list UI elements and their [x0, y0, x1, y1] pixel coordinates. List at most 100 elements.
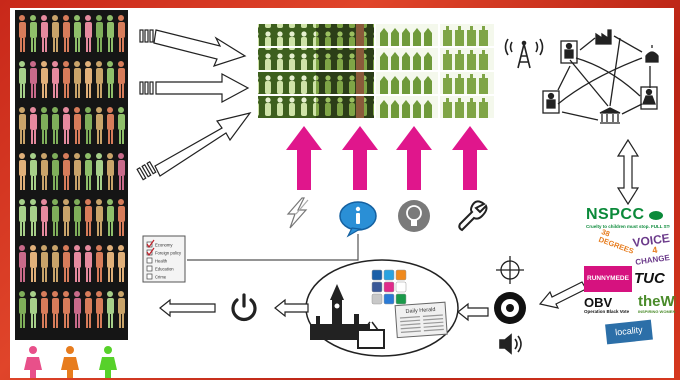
- crowd-person: [41, 107, 48, 144]
- group-card-people: [258, 48, 316, 70]
- twitter-icon[interactable]: [383, 269, 395, 281]
- crowd-person: [52, 199, 59, 236]
- group-card-people: [258, 72, 316, 94]
- group-card-people-dark: [316, 96, 374, 118]
- crowd-person: [19, 107, 26, 144]
- network-node-woman-icon: [640, 86, 658, 110]
- crowd-person: [74, 153, 81, 190]
- crowd-person: [118, 199, 125, 236]
- person-green-icon: [99, 346, 117, 378]
- crosshair-icon: [496, 256, 524, 284]
- crowd-person: [118, 15, 125, 52]
- linkedin-icon[interactable]: [371, 269, 383, 281]
- crowd-person: [96, 153, 103, 190]
- crowd-person: [19, 61, 26, 98]
- influence-arrow: [452, 126, 488, 190]
- crowd-person: [30, 107, 37, 144]
- crowd-person: [30, 291, 37, 328]
- person-pink-icon: [24, 346, 42, 378]
- crowd-person: [30, 61, 37, 98]
- network-node-mosque-icon: [645, 45, 659, 63]
- flickr-icon[interactable]: [383, 281, 395, 293]
- lightbulb-icon: [398, 200, 430, 232]
- community-groups-grid: [258, 24, 494, 118]
- svg-text:Health: Health: [155, 259, 168, 264]
- crowd-person: [96, 291, 103, 328]
- crowd-person: [19, 153, 26, 190]
- crowd-person: [96, 15, 103, 52]
- influence-arrow: [342, 126, 378, 190]
- double-arrow: [616, 138, 640, 206]
- rss-icon[interactable]: [395, 269, 407, 281]
- group-card-town2: [440, 48, 494, 70]
- crowd-person: [107, 245, 114, 282]
- crowd-person: [74, 15, 81, 52]
- svg-text:Crime: Crime: [155, 275, 167, 280]
- arrow-to-power: [274, 298, 309, 318]
- power-icon[interactable]: [231, 293, 257, 322]
- share-icon[interactable]: [383, 293, 395, 305]
- crowd-person: [30, 245, 37, 282]
- group-card-people-dark: [316, 48, 374, 70]
- crowd-person: [107, 61, 114, 98]
- nspcc-logo: NSPCC Cruelty to children must stop. FUL…: [586, 206, 670, 232]
- crowd-panel: [15, 10, 128, 340]
- checklist-item: Crime: [146, 273, 167, 280]
- nspcc-tagline: Cruelty to children must stop. FULL STOP…: [586, 224, 670, 229]
- crowd-person: [96, 107, 103, 144]
- flow-arrows-bottom: [159, 298, 489, 322]
- crowd-person: [85, 15, 92, 52]
- thewi-name: theWI: [638, 294, 676, 310]
- checklist-item: Education: [146, 265, 174, 272]
- crowd-person: [107, 107, 114, 144]
- crowd-person: [85, 199, 92, 236]
- network-node-government-icon: [599, 107, 621, 124]
- crowd-person: [63, 245, 70, 282]
- wrench-icon: [458, 200, 488, 232]
- group-card-town: [376, 48, 438, 70]
- newspaper-icon: Daily Herald: [394, 301, 448, 339]
- blank-icon[interactable]: [395, 281, 407, 293]
- crowd-person: [63, 15, 70, 52]
- speaker-icon[interactable]: [499, 333, 522, 355]
- crowd-person: [85, 153, 92, 190]
- group-card-people-dark: [316, 24, 374, 46]
- crowd-person: [41, 245, 48, 282]
- segment-arrow-bottom: [136, 112, 252, 181]
- crowd-person: [52, 153, 59, 190]
- crowd-person: [30, 199, 37, 236]
- crowd-person: [107, 291, 114, 328]
- crowd-person: [63, 107, 70, 144]
- crowd-person: [52, 61, 59, 98]
- crowd-person: [19, 199, 26, 236]
- newspaper-masthead: Daily Herald: [405, 307, 435, 315]
- facebook-icon[interactable]: [371, 281, 383, 293]
- crowd-person: [63, 61, 70, 98]
- checklist-item: Economy: [146, 239, 173, 249]
- chat-icon[interactable]: [395, 293, 407, 305]
- crowd-person: [30, 15, 37, 52]
- crowd-person: [85, 61, 92, 98]
- group-card-town2: [440, 72, 494, 94]
- network-node-person-icon: [560, 40, 578, 64]
- checklist-item: Foreign policy: [146, 247, 182, 257]
- crowd-person: [52, 15, 59, 52]
- svg-text:Foreign policy: Foreign policy: [155, 251, 182, 256]
- group-card-town2: [440, 96, 494, 118]
- network-node-person2-icon: [542, 90, 560, 114]
- influence-arrow: [396, 126, 432, 190]
- crowd-person: [52, 291, 59, 328]
- crowd-person: [41, 61, 48, 98]
- obv-tagline: Operation Black Vote: [584, 309, 630, 314]
- email-icon[interactable]: [371, 293, 383, 305]
- arrow-to-media: [457, 302, 489, 322]
- crowd-person: [118, 61, 125, 98]
- group-card-town: [376, 96, 438, 118]
- crowd-person: [41, 199, 48, 236]
- info-icon[interactable]: [339, 201, 377, 238]
- crowd-person: [74, 107, 81, 144]
- crowd-person: [19, 15, 26, 52]
- crowd-person: [63, 199, 70, 236]
- group-card-town: [376, 72, 438, 94]
